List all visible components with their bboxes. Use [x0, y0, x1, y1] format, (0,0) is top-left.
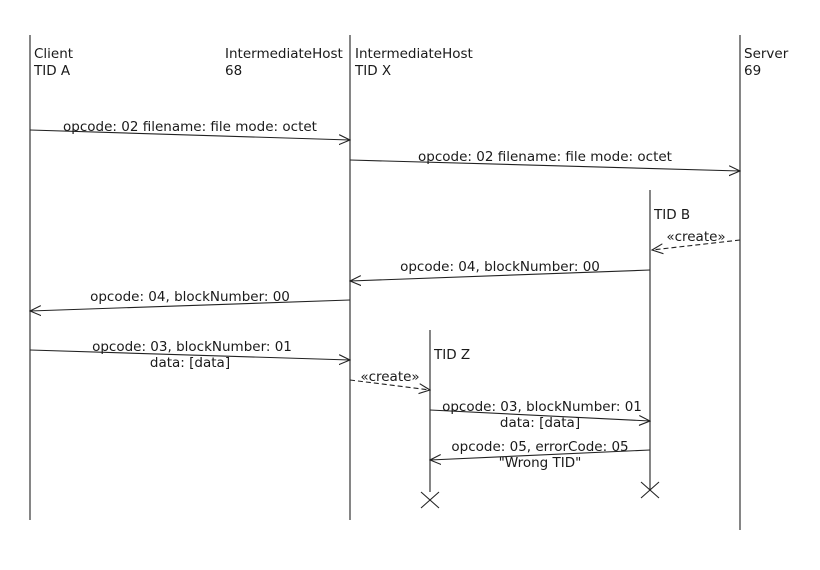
message-arrow: [430, 449, 651, 460]
message-label: opcode: 04, blockNumber: 00: [400, 259, 600, 275]
participant-name: IntermediateHost: [225, 46, 343, 62]
message-client-to-intermediate-host: opcode: 02 filename: file mode: octet: [29, 119, 350, 140]
message-create-tid-b: «create»: [652, 229, 741, 250]
message-arrow: [349, 159, 740, 171]
message-label: opcode: 03, blockNumber: 01: [92, 339, 292, 355]
create-arrow: [652, 239, 741, 250]
participant-port: 68: [225, 63, 242, 79]
message-tid-z-to-tid-b: opcode: 03, blockNumber: 01 data: [data]: [429, 399, 650, 431]
message-label: opcode: 05, errorCode: 05: [451, 439, 628, 455]
message-label: opcode: 02 filename: file mode: octet: [63, 119, 317, 135]
message-label: «create»: [666, 229, 725, 245]
message-tid-b-to-intermediate-host: opcode: 04, blockNumber: 00: [350, 259, 651, 281]
message-intermediate-host-to-server: opcode: 02 filename: file mode: octet: [349, 149, 740, 171]
lifeline-tid-z: TID Z: [420, 330, 470, 509]
lifeline-tid-b: TID B: [640, 190, 690, 499]
message-label-line2: data: [data]: [150, 355, 230, 371]
message-arrow: [429, 409, 650, 421]
participant-tid: TID X: [354, 63, 391, 79]
lifeline-label: TID B: [653, 207, 690, 223]
destroy-marker: [640, 481, 660, 499]
participant-port: 69: [744, 63, 761, 79]
message-label: «create»: [360, 369, 419, 385]
destroy-marker: [420, 491, 440, 509]
participant-server: Server 69: [744, 46, 789, 79]
message-label: opcode: 03, blockNumber: 01: [442, 399, 642, 415]
participant-client: Client TID A: [33, 46, 73, 79]
message-label-line2: data: [data]: [500, 415, 580, 431]
message-arrow: [29, 129, 350, 140]
participant-name: Client: [34, 46, 73, 62]
message-label: opcode: 02 filename: file mode: octet: [418, 149, 672, 165]
participant-tid: TID A: [33, 63, 71, 79]
message-tid-b-error-to-tid-z: opcode: 05, errorCode: 05 "Wrong TID": [430, 439, 651, 471]
participant-name: Server: [744, 46, 789, 62]
message-label: opcode: 04, blockNumber: 00: [90, 289, 290, 305]
message-arrow: [29, 349, 350, 360]
participant-name: IntermediateHost: [355, 46, 473, 62]
message-label-line2: "Wrong TID": [499, 455, 582, 471]
participant-intermediate-host-68: IntermediateHost 68: [225, 46, 343, 79]
message-client-data-to-intermediate-host: opcode: 03, blockNumber: 01 data: [data]: [29, 339, 350, 371]
message-create-tid-z: «create»: [349, 369, 430, 390]
lifeline-label: TID Z: [433, 347, 470, 363]
create-arrow: [349, 379, 430, 390]
message-intermediate-host-to-client: opcode: 04, blockNumber: 00: [30, 289, 351, 311]
message-arrow: [30, 299, 351, 311]
message-arrow: [350, 269, 651, 281]
participant-intermediate-host-tid-x: IntermediateHost TID X: [354, 46, 473, 79]
